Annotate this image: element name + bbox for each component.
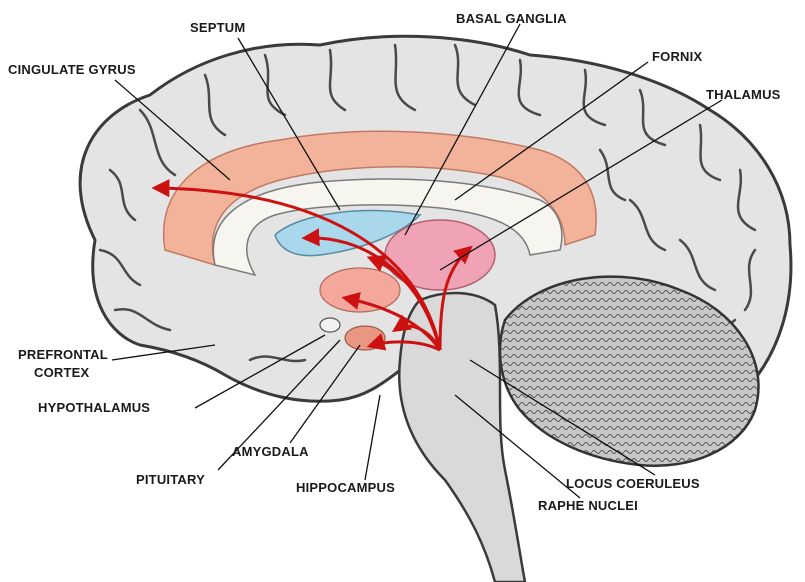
label-hippocampus: HIPPOCAMPUS — [296, 480, 395, 495]
label-cingulate-gyrus: CINGULATE GYRUS — [8, 62, 136, 77]
pituitary — [320, 318, 340, 332]
label-prefrontal-cortex-line1: PREFRONTAL — [18, 347, 108, 362]
label-locus-coeruleus: LOCUS COERULEUS — [566, 476, 700, 491]
label-raphe-nuclei: RAPHE NUCLEI — [538, 498, 638, 513]
label-pituitary: PITUITARY — [136, 472, 205, 487]
amygdala — [345, 326, 385, 350]
limbic-deep-region — [320, 268, 400, 312]
label-prefrontal-cortex-line2: CORTEX — [34, 365, 89, 380]
label-fornix: FORNIX — [652, 49, 702, 64]
label-septum: SEPTUM — [190, 20, 245, 35]
label-amygdala: AMYGDALA — [232, 444, 309, 459]
label-thalamus: THALAMUS — [706, 87, 781, 102]
label-hypothalamus: HYPOTHALAMUS — [38, 400, 150, 415]
label-basal-ganglia: BASAL GANGLIA — [456, 11, 567, 26]
